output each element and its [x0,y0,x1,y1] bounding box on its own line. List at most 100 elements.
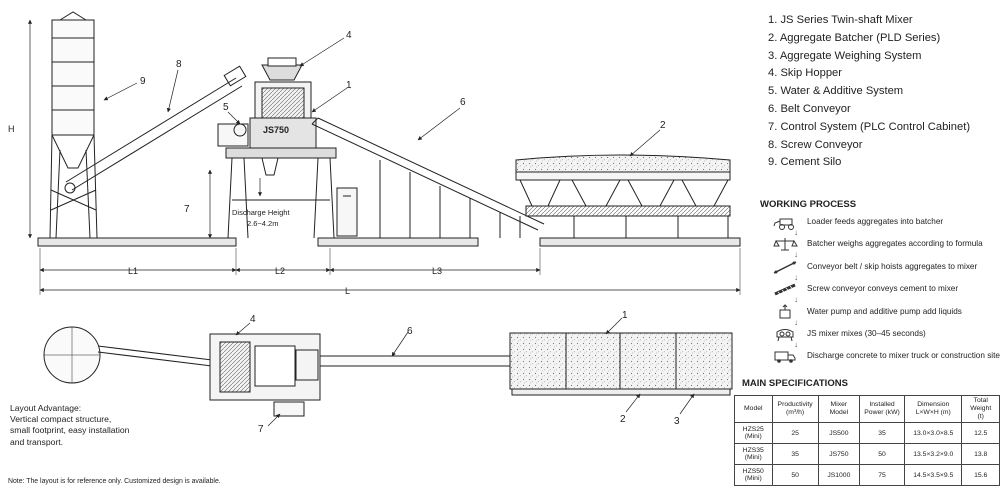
plan-callout-3: 3 [674,416,680,427]
truck-icon [774,351,796,364]
table-cell: JS1000 [817,464,860,486]
plan-callout-1: 1 [622,310,628,321]
process-step-text: Water pump and additive pump add liquids [807,306,962,316]
table-cell: 15.6 [961,464,1000,486]
scale-icon [773,238,798,251]
header-line: Power (kW) [864,409,900,416]
process-step: JS mixer mixes (30–45 seconds) ↓ [764,326,1000,349]
callout-8: 8 [176,59,182,70]
process-step: Discharge concrete to mixer truck or con… [764,348,1000,370]
process-step: Screw conveyor conveys cement to mixer ↓ [764,281,1000,304]
loader-icon [773,218,794,230]
process-step: Conveyor belt / skip hoists aggregates t… [764,259,1000,282]
plan-callout-2: 2 [620,414,626,425]
aggregate-batcher [515,154,731,238]
belt-conveyor [311,117,545,238]
down-arrow-icon: ↓ [794,339,798,349]
table-cell: 13.0×3.0×8.5 [904,422,963,444]
callout-4: 4 [346,30,352,41]
legend-item: 9. Cement Silo [768,156,842,169]
control-cabinet [336,187,358,237]
legend-item: 3. Aggregate Weighing System [768,49,922,62]
header-line: (m³/h) [786,409,805,416]
process-step-text: Screw conveyor conveys cement to mixer [807,284,959,294]
table-row: HZS35 (Mini) 35 JS750 50 13.5×3.2×9.0 13… [734,443,1000,465]
legend-item: 2. Aggregate Batcher (PLD Series) [768,31,941,44]
discharge-height-value: 2.6~4.2m [247,219,278,228]
process-step-text: Batcher weighs aggregates according to f… [807,239,983,249]
header-line: Dimension [917,401,950,408]
process-step: Loader feeds aggregates into batcher ↓ [764,214,1000,237]
table-cell: 13.5×3.2×9.0 [904,443,963,465]
header-line: Productivity [777,401,813,408]
table-cell: HZS50 (Mini) [734,464,773,486]
working-process-list: Loader feeds aggregates into batcher ↓ B… [764,214,1000,371]
table-cell: 75 [858,464,906,486]
table-cell: 25 [771,422,819,444]
legend-item: 7. Control System (PLC Control Cabinet) [768,120,971,133]
dim-l1-label: L1 [128,266,138,276]
control-cabinet-plan [273,401,305,417]
legend-item: 8. Screw Conveyor [768,138,863,151]
callout-7: 7 [184,204,190,215]
table-cell: 50 [858,443,906,465]
belt-conveyor-plan [319,355,511,367]
discharge-height-label: Discharge Height [232,208,290,217]
mixer-foundation [317,237,479,247]
table-cell: 13.8 [961,443,1000,465]
callout-9: 9 [140,76,146,87]
cement-silo [49,11,98,239]
plan-view [43,317,733,427]
header-line: Mixer [830,401,848,408]
callout-5: 5 [223,102,229,113]
column-header: Model [734,395,773,423]
column-header: Productivity(m³/h) [771,395,819,423]
silo-foundation [37,237,237,247]
header-line: (t) [977,413,984,420]
down-arrow-icon: ↓ [794,317,798,327]
batcher-plan [509,332,733,390]
dim-h-label: H [8,124,15,134]
mixer-station [217,57,337,239]
process-step: Batcher weighs aggregates according to f… [764,236,1000,259]
down-arrow-icon: ↓ [794,272,798,282]
callout-6: 6 [460,97,466,108]
callout-2: 2 [660,120,666,131]
plan-callout-7: 7 [258,424,264,435]
table-cell: JS750 [817,443,860,465]
legend-item: 5. Water & Additive System [768,85,904,98]
layout-advantage-text: Layout Advantage: Vertical compact struc… [10,403,130,447]
side-view [27,11,741,295]
process-step-text: Discharge concrete to mixer truck or con… [807,351,1000,361]
process-step: Water pump and additive pump add liquids… [764,303,1000,327]
screw-conveyor [64,65,247,194]
callout-1: 1 [346,80,352,91]
dim-l-label: L [345,286,350,296]
process-step-text: JS mixer mixes (30–45 seconds) [807,328,926,338]
table-row: HZS50 (Mini) 50 JS1000 75 14.5×3.5×9.5 1… [734,464,1000,486]
dim-l3-label: L3 [432,266,442,276]
header-line: Model [829,409,849,416]
mixer-model-label: JS750 [263,125,289,135]
mixer-icon [776,328,794,342]
down-arrow-icon: ↓ [794,228,798,237]
plan-callout-4: 4 [250,314,256,325]
table-cell: 12.5 [961,422,1000,444]
legend-item: 6. Belt Conveyor [768,102,851,115]
footnote: Note: The layout is for reference only. … [8,478,221,485]
process-step-text: Loader feeds aggregates into batcher [807,217,944,226]
header-line: Installed [869,401,895,408]
legend-item: 4. Skip Hopper [768,67,843,80]
table-cell: 14.5×3.5×9.5 [904,464,963,486]
specifications-title: MAIN SPECIFICATIONS [742,378,848,389]
pump-icon [779,303,791,319]
legend-item: 1. JS Series Twin-shaft Mixer [768,14,913,26]
batcher-foundation [539,237,741,247]
plan-callout-6: 6 [407,326,413,337]
table-cell: HZS25 (Mini) [734,422,773,444]
